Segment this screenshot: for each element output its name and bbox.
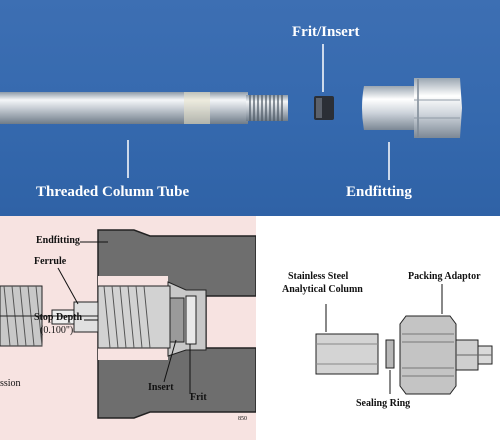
cross-section-leaders xyxy=(57,241,191,394)
packing-adaptor-part xyxy=(399,315,493,395)
column-callout-line1: Stainless Steel xyxy=(288,271,349,282)
frit-insert-part xyxy=(314,96,334,120)
column-callout-line2: Analytical Column xyxy=(282,284,363,295)
insert-and-frit xyxy=(169,295,197,345)
column-tube-label: Threaded Column Tube xyxy=(36,184,190,200)
column-photo-drawing xyxy=(0,44,462,180)
frit-callout: Frit xyxy=(190,392,207,403)
ferrule-callout: Ferrule xyxy=(34,256,67,267)
endfitting-callout: Endfitting xyxy=(36,235,80,246)
tubing-fragment-label: ssion xyxy=(0,378,21,389)
column-photo: Frit/Insert Threaded Column Tube Endfitt… xyxy=(0,0,500,216)
sealing-ring-callout: Sealing Ring xyxy=(356,398,411,409)
sealing-ring-part xyxy=(385,339,395,369)
packing-adaptor-diagram: Stainless Steel Analytical Column Packin… xyxy=(256,216,500,440)
frit-insert-label: Frit/Insert xyxy=(292,24,360,40)
analytical-column xyxy=(315,333,379,375)
stop-depth-value: (0.100") xyxy=(40,325,74,336)
endfitting-label: Endfitting xyxy=(346,184,412,200)
stop-depth-callout: Stop Depth xyxy=(34,312,83,323)
photo-pointer-lines xyxy=(127,44,390,180)
threaded-column-tube xyxy=(0,92,288,124)
column-tube-section xyxy=(0,285,171,349)
adaptor-leaders xyxy=(325,284,443,394)
endfitting-part xyxy=(362,78,462,138)
packing-adaptor-callout: Packing Adaptor xyxy=(408,271,481,282)
corner-mark: 850 xyxy=(238,416,247,422)
adaptor-drawing xyxy=(315,284,493,395)
insert-callout: Insert xyxy=(148,382,174,393)
cross-section-drawing xyxy=(0,229,257,419)
endfitting-cross-section: Endfitting Ferrule Stop Depth (0.100") s… xyxy=(0,216,257,440)
